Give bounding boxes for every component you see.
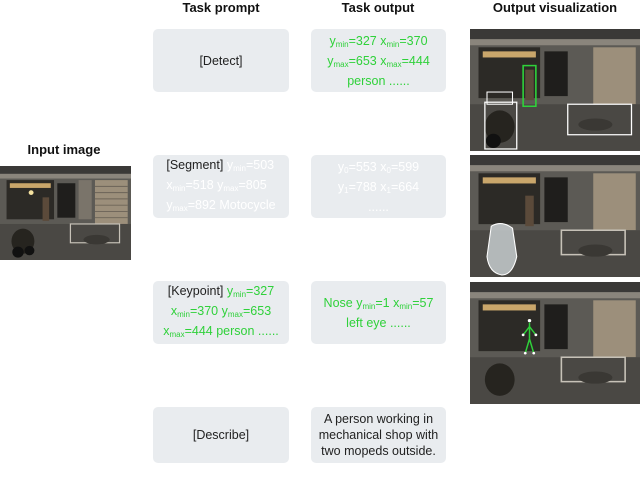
segment-xmin: =518 [185, 177, 214, 192]
keypoint-xmax: =444 [184, 323, 213, 338]
keypoint-out-2: left eye ...... [346, 315, 411, 330]
output-detect: ymin=327 xmin=370 ymax=653 xmax=444 pers… [311, 29, 446, 92]
output-describe: A person working in mechanical shop with… [311, 407, 446, 463]
visualization-detect [470, 29, 640, 151]
visualization-keypoint [470, 282, 640, 404]
prompt-describe: [Describe] [153, 407, 289, 463]
segment-x1: =664 [390, 179, 420, 194]
header-output-visualization: Output visualization [492, 0, 618, 15]
segment-label: Motocycle [219, 197, 276, 212]
detect-xmin: =370 [399, 33, 428, 48]
prompt-detect-label: [Detect] [199, 53, 243, 68]
keypoint-out-1b: =1 x [375, 295, 400, 310]
header-task-output: Task output [341, 0, 415, 15]
detect-tail: person ...... [347, 73, 410, 88]
keypoint-out-1c: =57 [412, 295, 434, 310]
prompt-detect: [Detect] [153, 29, 289, 92]
output-keypoint: Nose ymin=1 xmin=57 left eye ...... [311, 281, 446, 344]
segment-tail: ...... [368, 199, 389, 214]
describe-output-text: A person working in mechanical shop with… [318, 412, 439, 458]
segment-ymax-a: =805 [238, 177, 267, 192]
input-image [0, 166, 131, 260]
visualization-segment [470, 155, 640, 277]
keypoint-tag: [Keypoint] [167, 283, 224, 298]
segment-y1: =788 [348, 179, 377, 194]
header-input-image: Input image [27, 142, 101, 157]
segment-y0: =553 [348, 159, 377, 174]
prompt-keypoint: [Keypoint] ymin=327 xmin=370 ymax=653 xm… [153, 281, 289, 344]
segment-tag: [Segment] [166, 157, 224, 172]
prompt-segment: [Segment] ymin=503 xmin=518 ymax=805 yma… [153, 155, 289, 218]
segment-x0: =599 [390, 159, 420, 174]
keypoint-tail: person ...... [216, 323, 279, 338]
keypoint-out-1a: Nose y [323, 295, 363, 310]
keypoint-ymin: =327 [246, 283, 275, 298]
keypoint-xmin: =370 [189, 303, 219, 318]
keypoint-ymax: =653 [242, 303, 272, 318]
header-task-prompt: Task prompt [182, 0, 260, 15]
segment-ymin: =503 [245, 157, 275, 172]
prompt-describe-label: [Describe] [192, 428, 250, 442]
detect-ymax: =653 [348, 53, 377, 68]
output-segment: y0=553 x0=599 y1=788 x1=664 ...... [311, 155, 446, 218]
detect-ymin: =327 [348, 33, 377, 48]
detect-xmax: =444 [401, 53, 430, 68]
segment-ymax-b: =892 [187, 197, 216, 212]
